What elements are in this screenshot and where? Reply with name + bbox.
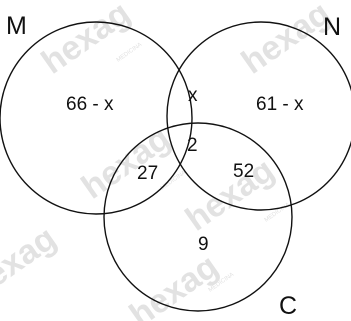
region-n-and-c: 52 xyxy=(233,161,254,182)
region-m-only: 66 - x xyxy=(66,94,114,115)
watermark-text: hexag xyxy=(75,119,177,206)
set-n-label: N xyxy=(323,13,341,41)
region-n-only: 61 - x xyxy=(256,94,304,115)
region-m-and-n: x xyxy=(188,85,198,106)
watermark-text: hexag xyxy=(235,0,337,82)
region-m-n-c: 2 xyxy=(187,135,198,156)
watermark-text: hexag xyxy=(179,151,281,238)
set-c-circle xyxy=(103,122,293,312)
watermark-subtext: MEDICINA xyxy=(116,42,143,64)
watermark-subtext: MEDICINA xyxy=(264,202,291,224)
set-n-circle xyxy=(166,21,351,211)
set-m-label: M xyxy=(6,12,27,40)
watermark: hexag hexag hexag hexag hexag hexag MEDI… xyxy=(0,0,337,321)
watermark-text: hexag xyxy=(35,0,137,82)
set-c-label: C xyxy=(279,292,297,320)
region-c-only: 9 xyxy=(198,234,209,255)
watermark-text: hexag xyxy=(0,219,63,306)
region-m-and-c: 27 xyxy=(137,163,158,184)
watermark-subtext: MEDICINA xyxy=(160,170,187,192)
set-m-circle xyxy=(0,21,193,215)
